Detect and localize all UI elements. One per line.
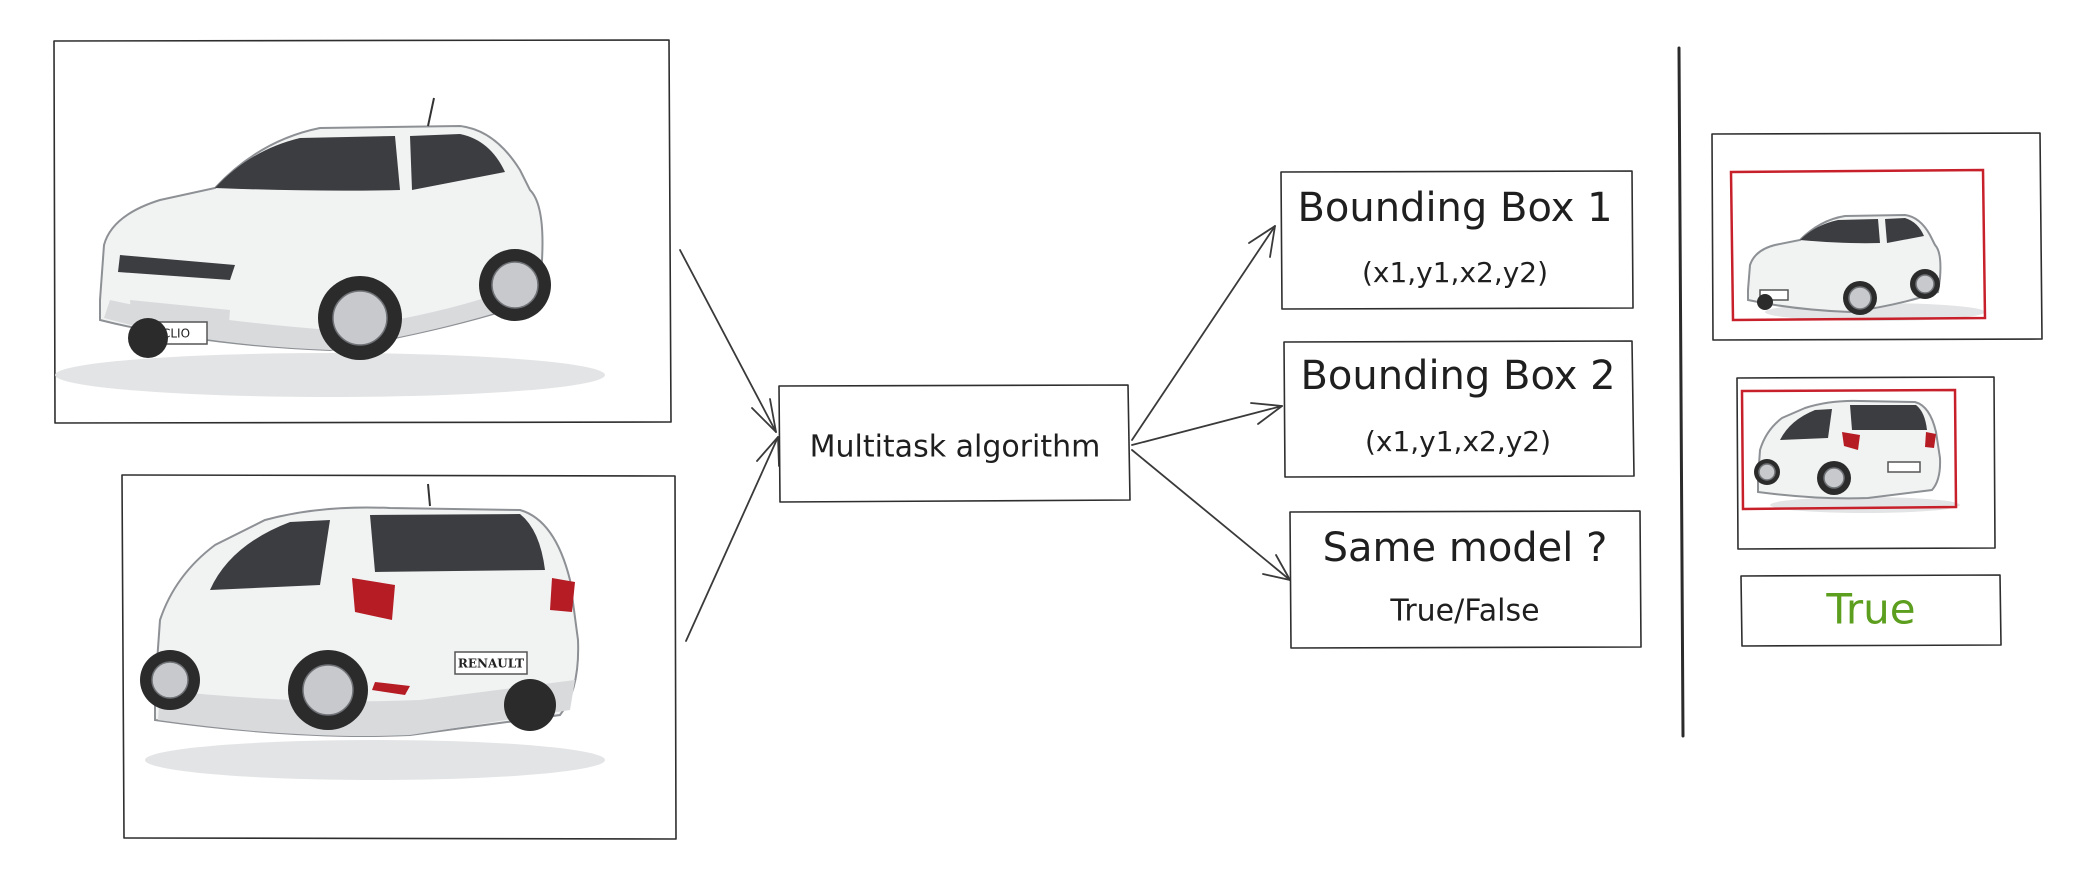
result-separator (1677, 46, 1685, 738)
result-image-2 (1736, 376, 1996, 550)
result-true-label: True (1825, 585, 1915, 634)
car-rear-illustration: RENAULT (140, 483, 605, 780)
arrow-image2-to-algorithm (685, 436, 780, 642)
car1-plate-text: CLIO (162, 327, 190, 341)
arrow-algorithm-to-bbox2 (1131, 402, 1283, 446)
bbox1-coords: (x1,y1,x2,y2) (1362, 256, 1548, 289)
result-image-2-frame (1736, 376, 1996, 550)
same-model-box (1289, 510, 1642, 649)
algorithm-label: Multitask algorithm (810, 430, 1101, 465)
result-image-1 (1711, 132, 2043, 341)
result-car-front-thumb (1747, 213, 1985, 321)
car-front-illustration: CLIO (55, 97, 605, 397)
output-same-model-node: Same model ? True/False (1289, 510, 1642, 649)
arrow-algorithm-to-bbox1 (1131, 225, 1276, 441)
bbox2-coords: (x1,y1,x2,y2) (1365, 425, 1551, 458)
result-car-rear-thumb (1754, 399, 1960, 513)
bbox1-box (1280, 170, 1634, 310)
result-bbox1-overlay (1729, 168, 1987, 322)
bbox2-title: Bounding Box 2 (1300, 353, 1615, 399)
input-image-2: RENAULT (121, 474, 677, 840)
input-image-1-frame (53, 39, 672, 424)
bbox2-box (1283, 340, 1635, 478)
result-true-node: True (1740, 574, 2002, 647)
algorithm-node: Multitask algorithm (778, 384, 1131, 503)
result-image-1-frame (1711, 132, 2043, 341)
same-model-title: Same model ? (1323, 525, 1608, 571)
arrow-image1-to-algorithm (679, 249, 777, 433)
input-image-2-frame (121, 474, 677, 840)
result-bbox2-overlay (1740, 388, 1958, 511)
car2-plate-text: RENAULT (458, 657, 524, 671)
arrow-algorithm-to-same-model (1131, 449, 1291, 581)
bbox1-title: Bounding Box 1 (1297, 185, 1612, 231)
same-model-answer: True/False (1389, 594, 1539, 629)
input-image-1: CLIO (53, 39, 672, 424)
result-true-box (1740, 574, 2002, 647)
output-bbox2-node: Bounding Box 2 (x1,y1,x2,y2) (1283, 340, 1635, 478)
output-bbox1-node: Bounding Box 1 (x1,y1,x2,y2) (1280, 170, 1634, 310)
algorithm-box (778, 384, 1131, 503)
